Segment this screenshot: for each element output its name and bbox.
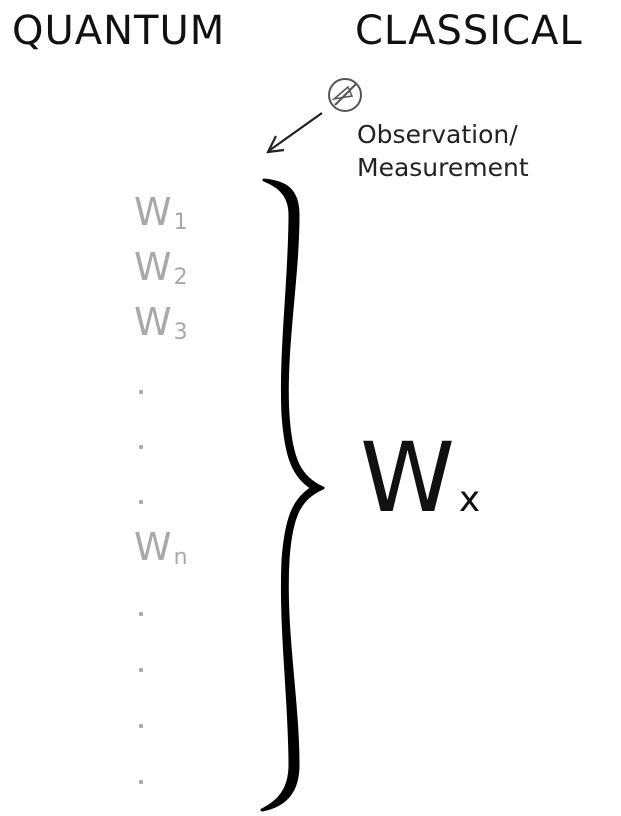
quantum-state-w3: W3 [134, 300, 188, 345]
ellipsis-dot [139, 500, 143, 504]
ellipsis-dot [139, 780, 143, 784]
ellipsis-dot [139, 445, 143, 449]
quantum-state-w2: W2 [134, 245, 188, 290]
result-subscript: x [458, 479, 481, 520]
observation-label-line2: Measurement [357, 153, 529, 182]
classical-heading: CLASSICAL [355, 8, 583, 54]
ellipsis-dot [139, 668, 143, 672]
ellipsis-dot [139, 390, 143, 394]
result-base: W [360, 422, 455, 534]
observation-label: Observation/ Measurement [357, 118, 529, 184]
state-subscript: 1 [173, 210, 188, 235]
quantum-heading: QUANTUM [12, 8, 226, 54]
state-subscript: n [173, 545, 188, 570]
ellipsis-dot [139, 612, 143, 616]
state-subscript: 2 [173, 265, 188, 290]
state-base: W [134, 300, 172, 344]
quantum-state-w1: W1 [134, 190, 188, 235]
collapse-brace [260, 178, 325, 812]
ellipsis-dot [139, 724, 143, 728]
observation-label-line1: Observation/ [357, 120, 518, 149]
state-base: W [134, 245, 172, 289]
state-base: W [134, 525, 172, 569]
state-subscript: 3 [173, 320, 188, 345]
eye-observer-icon [328, 78, 362, 112]
quantum-state-wn: Wn [134, 525, 188, 570]
state-base: W [134, 190, 172, 234]
observation-arrow [266, 112, 323, 154]
